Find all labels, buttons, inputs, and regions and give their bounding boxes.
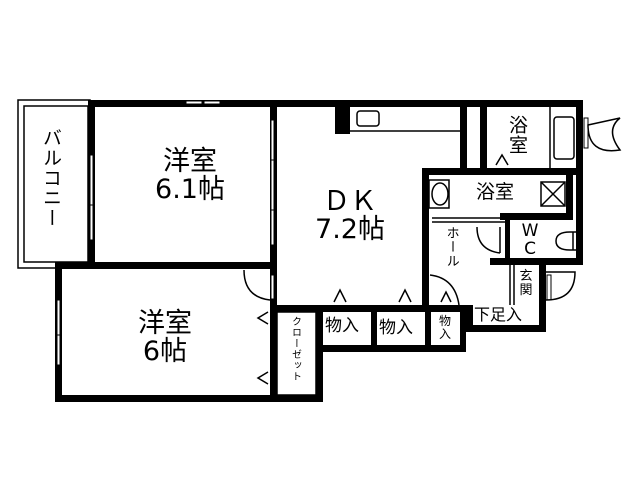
storage-1-label: 物入 — [325, 316, 359, 336]
entrance-label: 玄 関 — [519, 269, 533, 298]
balcony-label: バルコニー — [39, 128, 62, 228]
storage-2-label: 物入 — [379, 318, 413, 338]
closet-label: クローゼット — [289, 316, 301, 382]
room-size: 6.1帖 — [155, 174, 225, 206]
room-size: 6帖 — [142, 336, 188, 368]
shoe-storage-label: 下足入 — [474, 305, 523, 324]
western-room-2: 洋室 6帖 — [115, 308, 215, 368]
washroom-label: 浴室 — [476, 181, 515, 203]
bathroom-label: 浴室 — [505, 115, 528, 155]
room-size: 7.2帖 — [315, 214, 385, 246]
room-name: ＤＫ — [323, 186, 377, 217]
hall-label: ホール — [443, 226, 459, 268]
room-name: 洋室 — [138, 308, 192, 339]
room-name: 洋室 — [163, 146, 217, 177]
storage-3-label: 物 入 — [438, 314, 451, 341]
dining-kitchen: ＤＫ 7.2帖 — [295, 186, 405, 246]
western-room-1: 洋室 6.1帖 — [140, 146, 240, 206]
toilet-label: W C — [521, 221, 539, 259]
